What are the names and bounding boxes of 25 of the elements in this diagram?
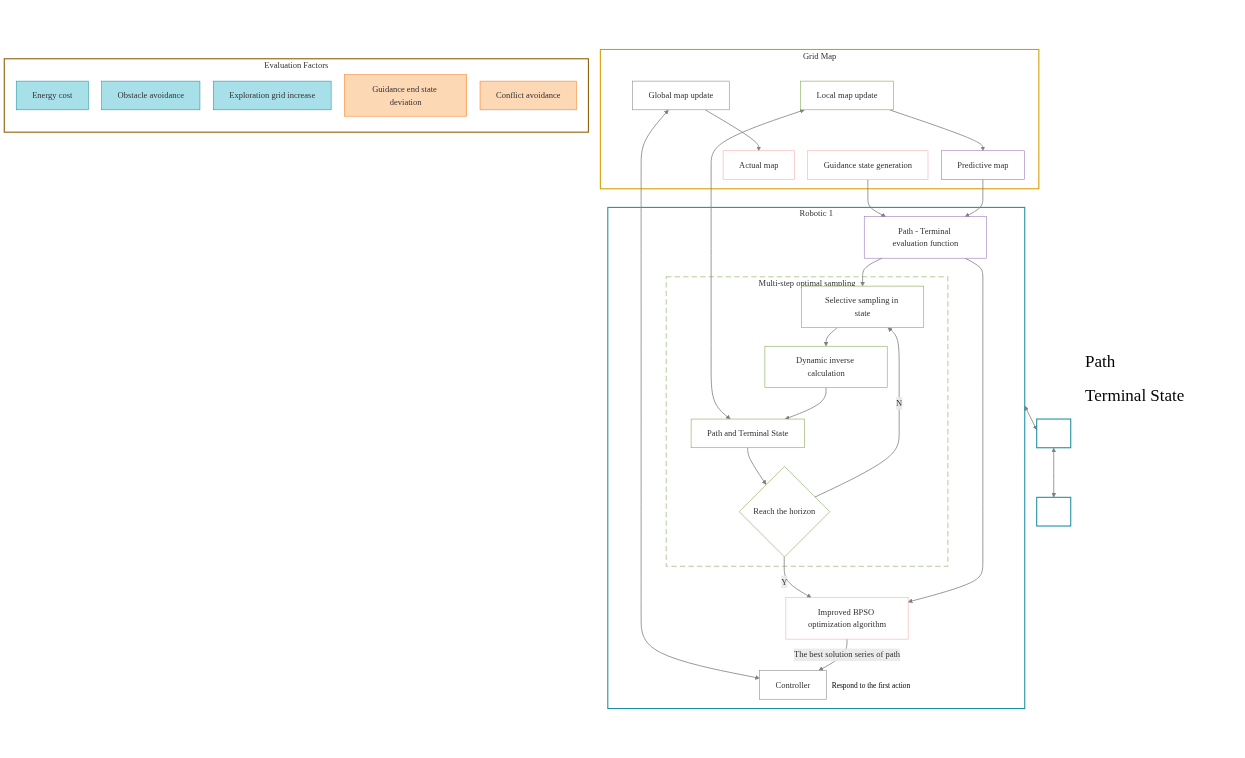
node-box <box>1036 496 1072 527</box>
node-box: Dynamic inverse calculation <box>764 345 888 388</box>
node-box: Predictive map <box>941 150 1025 180</box>
node-box: Path - Terminal evaluation function <box>863 216 987 259</box>
node-box: Exploration grid increase <box>212 80 332 111</box>
edge-label: The best solution series of path <box>793 650 901 660</box>
node-box: Local map update <box>800 80 894 111</box>
node-box: Improved BPSO optimization algorithm <box>785 597 909 640</box>
group-label: Path <box>1085 352 1117 372</box>
node-box <box>1036 418 1072 449</box>
node-caption: Respond to the first action <box>831 680 911 690</box>
node-diamond: Reach the horizon <box>738 466 831 558</box>
node-box: Controller <box>759 670 827 700</box>
node-box: Path and Terminal State <box>690 418 805 448</box>
edge-label: N <box>896 398 903 408</box>
group-label: Terminal State <box>1085 386 1186 406</box>
node-box: Guidance end state deviation <box>344 74 467 117</box>
node-box: Global map update <box>632 80 730 111</box>
node-box: Selective sampling in state <box>801 285 924 328</box>
node-box: Obstacle avoidance <box>101 80 201 111</box>
node-box: Conflict avoidance <box>479 80 577 111</box>
node-box: Actual map <box>722 150 795 180</box>
node-box: Guidance state generation <box>807 150 929 180</box>
node-box: Energy cost <box>15 80 89 111</box>
edge-label: Y <box>781 577 788 587</box>
